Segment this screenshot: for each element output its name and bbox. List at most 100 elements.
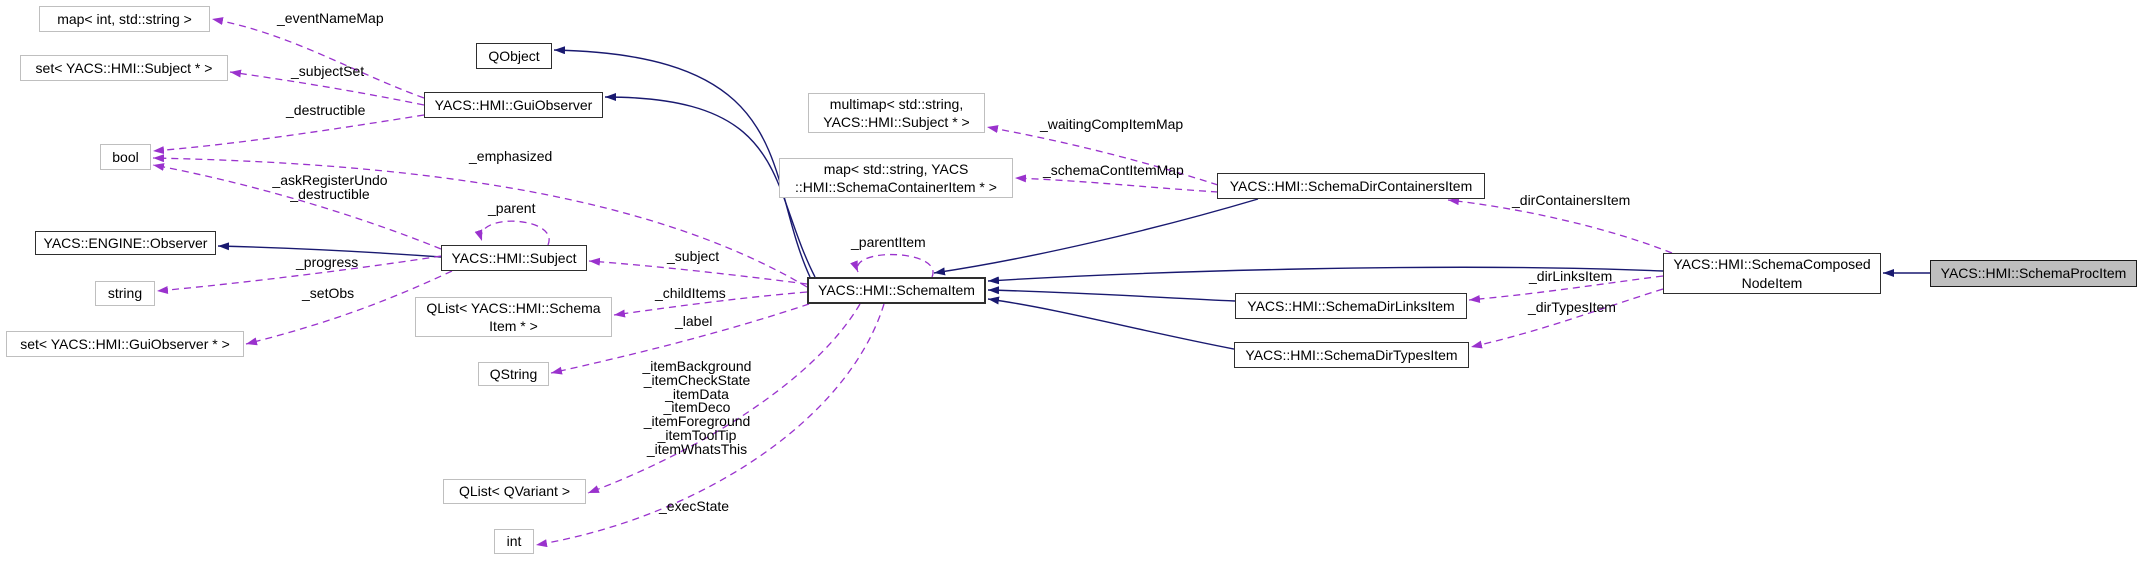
edge-label-itemforeground: _itemForeground <box>643 413 751 430</box>
node-yacs-hmi-schemacomposednodeitem-line1: YACS::HMI::SchemaComposed <box>1673 256 1871 273</box>
node-qobject[interactable]: QObject <box>476 43 552 69</box>
edge-label-askregisterundo-destructible: _askRegisterUndo _destructible <box>264 172 396 202</box>
edge-label-label: _label <box>675 313 713 329</box>
node-qstring: QString <box>478 362 549 386</box>
edge-label-schemacontitemmap: _schemaContItemMap <box>1043 162 1184 178</box>
usage-edge-schemaitem-qlistschemaitem <box>613 291 808 318</box>
inherit-edge-schemaitem-qobject <box>553 46 811 278</box>
node-yacs-hmi-schemadirlinksitem[interactable]: YACS::HMI::SchemaDirLinksItem <box>1235 293 1467 319</box>
usage-edge-composednode-dirtypes <box>1470 288 1664 349</box>
edge-label-waitingcompitemmap: _waitingCompItemMap <box>1040 116 1184 132</box>
node-yacs-hmi-guiobserver-label: YACS::HMI::GuiObserver <box>434 96 593 113</box>
edge-label-dirtypesitem: _dirTypesItem <box>1528 299 1616 315</box>
node-bool-label: bool <box>112 148 139 165</box>
edge-label-parentitem: _parentItem <box>851 234 926 250</box>
node-qlist-schemaitem-line1: QList< YACS::HMI::Schema <box>426 299 601 316</box>
node-multimap-subject-line2: YACS::HMI::Subject * > <box>823 114 970 130</box>
usage-edge-subject-bool <box>152 163 442 250</box>
node-yacs-hmi-schemadirtypesitem-label: YACS::HMI::SchemaDirTypesItem <box>1245 346 1458 363</box>
usage-edge-subject-setguiobserver <box>245 270 453 346</box>
usage-edge-subject-string <box>156 255 442 294</box>
usage-edge-dircontainers-mapcontainer <box>1014 174 1219 193</box>
node-yacs-engine-observer[interactable]: YACS::ENGINE::Observer <box>35 231 216 255</box>
node-yacs-hmi-schemaprocitem[interactable]: YACS::HMI::SchemaProcItem <box>1930 260 2137 287</box>
edge-label-childitems: _childItems <box>655 285 726 301</box>
edge-label-itembackground: _itemBackground <box>642 358 752 374</box>
node-set-subject-label: set< YACS::HMI::Subject * > <box>35 59 213 76</box>
node-qstring-label: QString <box>489 365 538 382</box>
node-yacs-hmi-subject[interactable]: YACS::HMI::Subject <box>441 245 587 271</box>
edge-label-subjectset: _subjectSet <box>291 63 365 79</box>
node-yacs-hmi-schemacomposednodeitem-line2: NodeItem <box>1741 274 1803 291</box>
node-string: string <box>95 281 155 306</box>
edge-label-subject: _subject <box>667 248 720 264</box>
node-yacs-hmi-schemaprocitem-label: YACS::HMI::SchemaProcItem <box>1940 265 2127 282</box>
node-yacs-hmi-schemaitem[interactable]: YACS::HMI::SchemaItem <box>807 277 986 304</box>
node-qlist-schemaitem: QList< YACS::HMI::Schema Item * > <box>415 297 612 337</box>
usage-edge-schemaitem-subject <box>588 257 808 285</box>
node-set-guiobserver-label: set< YACS::HMI::GuiObserver * > <box>20 335 230 352</box>
node-qlist-qvariant: QList< QVariant > <box>443 479 586 504</box>
edge-label-emphasized: _emphasized <box>469 148 553 164</box>
edge-label-dircontainersitem: _dirContainersItem <box>1512 192 1631 208</box>
edge-label-eventnamemap: _eventNameMap <box>277 10 384 26</box>
usage-edge-dircontainers-multimap <box>986 125 1219 186</box>
usage-edge-schemaitem-int <box>535 303 885 548</box>
node-qlist-qvariant-label: QList< QVariant > <box>458 483 570 500</box>
node-multimap-subject-line1: multimap< std::string, <box>829 95 964 112</box>
node-yacs-hmi-schemaitem-label: YACS::HMI::SchemaItem <box>818 282 975 299</box>
edge-label-item-members: _itemBackground _itemCheckState _itemDat… <box>630 358 764 457</box>
node-map-int-string-label: map< int, std::string > <box>57 10 192 27</box>
node-yacs-hmi-subject-label: YACS::HMI::Subject <box>451 249 577 266</box>
node-yacs-hmi-schemadirlinksitem-label: YACS::HMI::SchemaDirLinksItem <box>1247 297 1455 314</box>
edge-label-itemwhatsthis: _itemWhatsThis <box>646 440 748 457</box>
edge-label-itemdeco: _itemDeco <box>663 399 731 416</box>
node-qlist-schemaitem-line2: Item * > <box>489 318 538 334</box>
edge-label-execstate: _execState <box>659 498 730 514</box>
inherit-edge-dirtypes-schemaitem <box>987 296 1235 350</box>
node-map-schemacontaineritem-line1: map< std::string, YACS <box>823 160 969 177</box>
usage-edge-schemaitem-self-parentitem <box>850 253 934 278</box>
node-yacs-hmi-guiobserver[interactable]: YACS::HMI::GuiObserver <box>424 92 603 118</box>
edge-label-destructible: _destructible <box>286 102 366 118</box>
usage-edge-composednode-dircontainers <box>1447 197 1673 254</box>
usage-edge-schemaitem-bool <box>152 154 808 288</box>
usage-edge-guiobserver-subjectset <box>229 69 425 106</box>
node-yacs-hmi-schemadircontainersitem[interactable]: YACS::HMI::SchemaDirContainersItem <box>1217 173 1485 199</box>
edge-label-dirlinksitem: _dirLinksItem <box>1529 268 1613 284</box>
node-int: int <box>494 529 534 554</box>
usage-edge-guiobserver-bool <box>152 114 425 155</box>
usage-edge-subject-self-parent <box>474 220 550 246</box>
edge-label-setobs: _setObs <box>302 285 355 301</box>
edge-label-itemdata: _itemData <box>665 385 729 402</box>
edge-label-destructible-2: _destructible <box>290 185 370 202</box>
node-set-subject: set< YACS::HMI::Subject * > <box>20 55 228 81</box>
node-string-label: string <box>107 285 143 302</box>
usage-edge-schemaitem-qlistqvariant <box>587 303 861 494</box>
node-set-guiobserver: set< YACS::HMI::GuiObserver * > <box>6 331 244 357</box>
node-map-schemacontaineritem: map< std::string, YACS ::HMI::SchemaCont… <box>779 158 1013 198</box>
edge-label-progress: _progress <box>296 254 359 270</box>
node-yacs-engine-observer-label: YACS::ENGINE::Observer <box>43 234 208 251</box>
usage-edge-composednode-dirlinks <box>1468 275 1664 303</box>
edge-label-itemtooltip: _itemToolTip <box>657 426 737 443</box>
node-map-schemacontaineritem-line2: ::HMI::SchemaContainerItem * > <box>795 179 997 195</box>
inherit-edge-schemaitem-guiobserver <box>604 93 816 278</box>
inherit-edge-dircontainers-schemaitem <box>933 198 1259 276</box>
inherit-edge-dirlinks-schemaitem <box>987 286 1236 302</box>
node-qobject-label: QObject <box>488 47 540 64</box>
usage-edge-schemaitem-qstring <box>550 303 810 375</box>
inherit-edge-composednode-schemaitem <box>987 266 1664 285</box>
node-map-int-string: map< int, std::string > <box>39 6 210 32</box>
node-multimap-subject: multimap< std::string, YACS::HMI::Subjec… <box>808 93 985 133</box>
edge-label-askregisterundo: _askRegisterUndo <box>272 172 388 188</box>
node-bool: bool <box>100 144 151 170</box>
usage-edge-guiobserver-eventnamemap <box>211 17 425 99</box>
inherit-edge-subject-engineobserver <box>217 242 442 258</box>
node-yacs-hmi-schemadirtypesitem[interactable]: YACS::HMI::SchemaDirTypesItem <box>1234 342 1469 368</box>
node-yacs-hmi-schemadircontainersitem-label: YACS::HMI::SchemaDirContainersItem <box>1229 177 1473 194</box>
node-yacs-hmi-schemacomposednodeitem[interactable]: YACS::HMI::SchemaComposed NodeItem <box>1663 253 1881 294</box>
node-int-label: int <box>506 533 522 550</box>
